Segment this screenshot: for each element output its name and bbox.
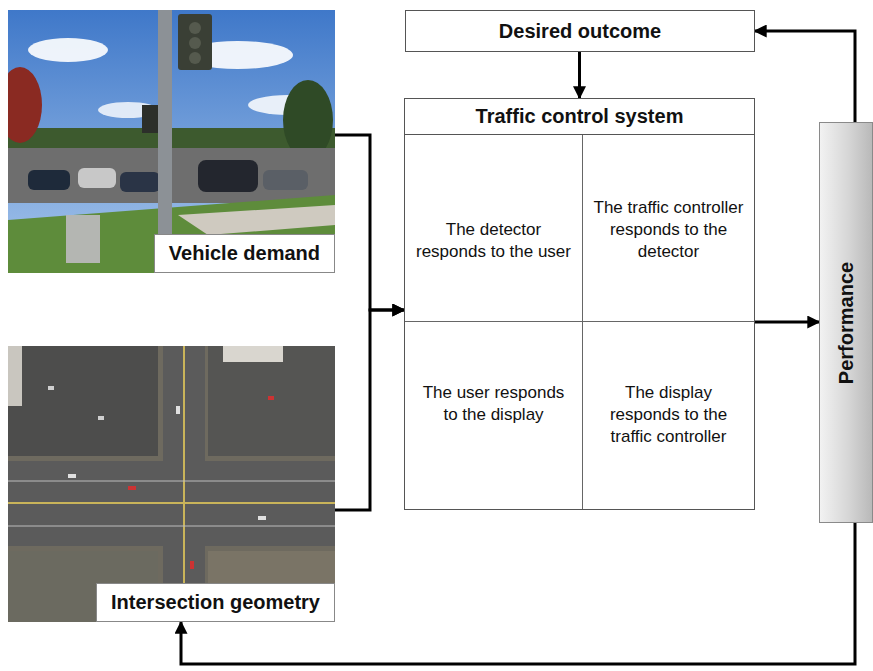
flow-arrow [755,31,855,122]
outcome-box: Desired outcome [405,10,755,52]
frame-heading: Traffic control system [405,99,754,135]
flow-arrow [335,135,404,310]
process-cell: The traffic controller responds to the d… [583,135,754,322]
box-label: The detector responds to the user [415,219,572,263]
box-label: The traffic controller responds to the d… [593,197,744,263]
flow-arrow [335,310,404,510]
flow-arrow [755,321,819,324]
flow-arrow [578,52,581,98]
performance-bar: Performance [819,122,873,523]
process-cell: The user responds to the display [405,322,583,509]
box-label: The display responds to the traffic cont… [593,382,744,448]
bar-label: Performance [835,261,858,383]
system-frame: Traffic control systemThe detector respo… [404,98,755,510]
aerial-photo [8,346,335,622]
photo-label: Intersection geometry [96,583,335,622]
box-label: The user responds to the display [415,382,572,426]
process-cell: The detector responds to the user [405,135,583,322]
photo-panel: Vehicle demand [8,10,335,273]
process-cell: The display responds to the traffic cont… [583,322,754,509]
box-label: Desired outcome [499,20,661,43]
photo-label: Vehicle demand [154,234,335,273]
photo-panel: Intersection geometry [8,346,335,622]
